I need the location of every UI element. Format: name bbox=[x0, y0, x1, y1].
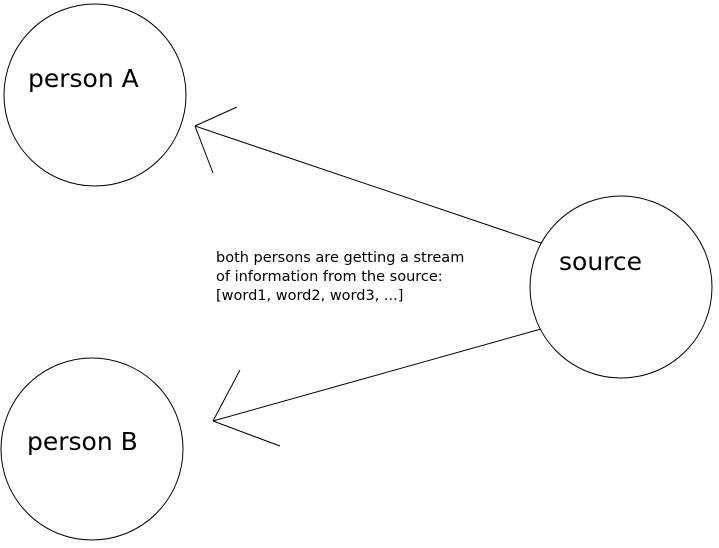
arrow-shaft-to-person-a bbox=[194, 125, 542, 244]
arrowhead-lower-to-person-a bbox=[194, 125, 214, 174]
caption-line-1: both persons are getting a stream bbox=[216, 250, 464, 266]
node-person-b: person B bbox=[0, 357, 184, 541]
caption-line-2: of information from the source: bbox=[216, 269, 443, 285]
node-person-b-label: person B bbox=[27, 427, 138, 456]
arrow-shaft-to-person-b bbox=[212, 328, 542, 422]
node-person-b-circle bbox=[0, 357, 184, 541]
node-person-a: person A bbox=[3, 3, 187, 187]
node-source-label: source bbox=[559, 247, 642, 276]
node-source-circle bbox=[529, 195, 713, 379]
arrow-source-to-person-a bbox=[194, 106, 542, 244]
arrowhead-upper-to-person-a bbox=[194, 106, 238, 127]
node-source: source bbox=[529, 195, 713, 379]
caption: both persons are getting a stream of inf… bbox=[216, 250, 464, 304]
node-person-a-circle bbox=[3, 3, 187, 187]
arrowhead-lower-to-person-b bbox=[212, 420, 281, 447]
arrowhead-upper-to-person-b bbox=[212, 369, 241, 422]
caption-line-3: [word1, word2, word3, ...] bbox=[216, 288, 403, 304]
arrow-source-to-person-b bbox=[212, 328, 542, 447]
node-person-a-label: person A bbox=[28, 64, 139, 93]
